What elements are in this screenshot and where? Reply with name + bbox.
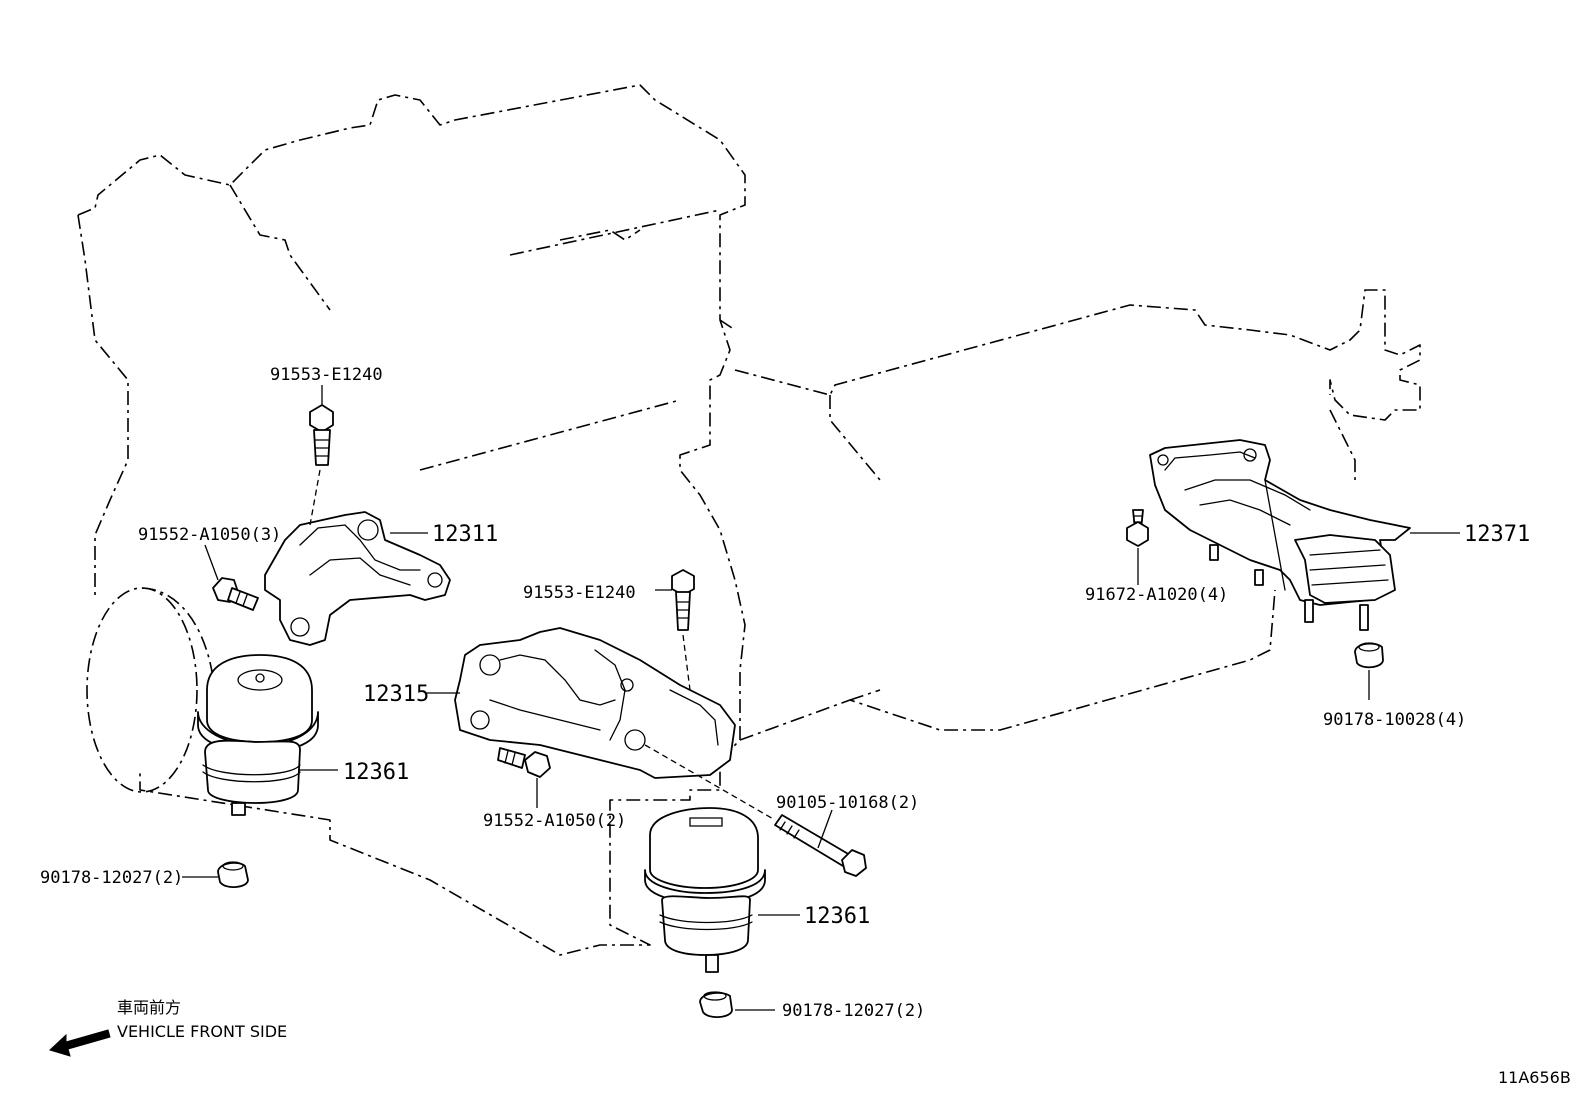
engine-mount-bracket-center (454, 627, 736, 779)
callout-mount-left: 12361 (343, 760, 409, 785)
engine-mount-insulator-right (644, 807, 766, 973)
callout-bolt-crossmember: 91672-A1020(4) (1085, 585, 1228, 605)
bolt-left (212, 577, 259, 611)
callout-bracket-upper: 12311 (432, 522, 498, 547)
figure-code: 11A656B (1498, 1068, 1571, 1087)
legend-jp-label: 車両前方 (117, 998, 181, 1017)
callout-crossmember: 12371 (1464, 522, 1530, 547)
callout-nut-crossmember: 90178-10028(4) (1323, 710, 1466, 730)
transmission-crossmember (1149, 439, 1411, 631)
callout-bolt-center: 91553-E1240 (523, 583, 636, 603)
engine-mount-insulator-left (197, 654, 319, 816)
legend-en-label: VEHICLE FRONT SIDE (117, 1022, 287, 1041)
bolt-long (774, 814, 867, 877)
nut-crossmember (1354, 642, 1384, 669)
bolt-top-left (309, 404, 334, 466)
callout-bolt-long: 90105-10168(2) (776, 793, 919, 813)
vehicle-front-legend: 車両前方 VEHICLE FRONT SIDE (49, 998, 287, 1057)
callout-bracket-center: 12315 (363, 682, 429, 707)
bolt-crossmember (1126, 509, 1149, 547)
engine-mount-bracket-upper (264, 511, 451, 646)
callout-bolt-left: 91552-A1050(3) (138, 525, 281, 545)
left-arrow-icon (49, 1029, 111, 1057)
callout-bolt-center-lower: 91552-A1050(2) (483, 811, 626, 831)
callout-bolt-top-left: 91553-E1240 (270, 365, 383, 385)
bolt-center-lower (497, 747, 551, 778)
callout-nut-bottom: 90178-12027(2) (782, 1001, 925, 1021)
callout-nut-left: 90178-12027(2) (40, 868, 183, 888)
bolt-center (671, 569, 695, 631)
flywheel-outline (86, 587, 216, 793)
transmission-outline (734, 289, 1421, 741)
nut-left (217, 861, 249, 888)
leader-lines (182, 385, 1460, 1011)
nut-bottom (699, 991, 733, 1018)
callout-mount-right: 12361 (804, 904, 870, 929)
engine-outline (77, 84, 746, 956)
